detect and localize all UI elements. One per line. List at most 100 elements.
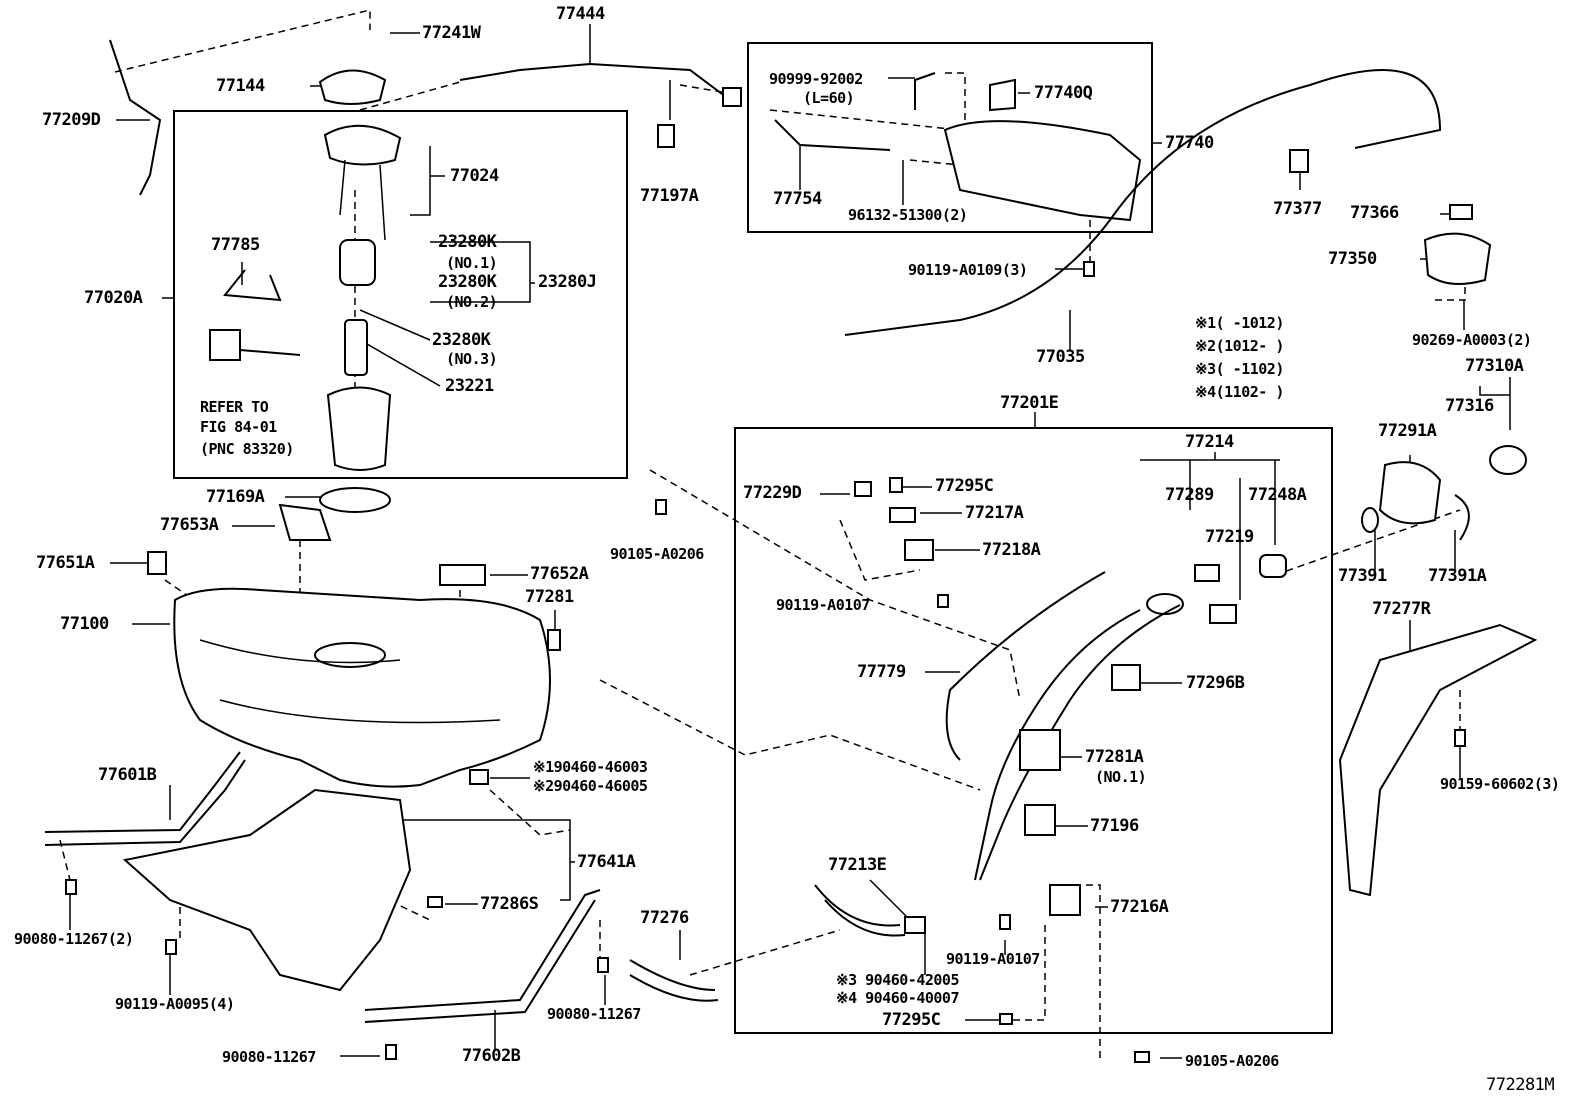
- label-90080-11267-c: 90080-11267: [222, 1048, 316, 1066]
- label-77653A: 77653A: [160, 515, 219, 535]
- refer-note-line-1: REFER TO: [200, 398, 269, 416]
- label-77229D: 77229D: [743, 483, 802, 503]
- label-90999-92002: 90999-92002: [769, 70, 863, 88]
- note-2: ※2(1012- ): [1195, 337, 1284, 355]
- filler-neck-77291A: [1378, 461, 1442, 525]
- label-no1: (NO.1): [446, 254, 498, 272]
- label-77216A: 77216A: [1110, 897, 1169, 917]
- label-77289: 77289: [1165, 485, 1214, 505]
- label-77169A: 77169A: [206, 487, 265, 507]
- label-77350: 77350: [1328, 249, 1377, 269]
- label-77276: 77276: [640, 908, 689, 928]
- hose-77276: [629, 959, 719, 1002]
- label-77213E: 77213E: [828, 855, 887, 875]
- ring-77248A: [1259, 554, 1287, 578]
- label-77197A: 77197A: [640, 186, 699, 206]
- label-90159-60602: 90159-60602(3): [1440, 775, 1560, 793]
- sender-wire-77209D: [109, 39, 162, 196]
- fuel-door-77350: [1423, 232, 1492, 285]
- label-77740: 77740: [1165, 133, 1214, 153]
- clip-icons: [147, 87, 1473, 934]
- label-77601B: 77601B: [98, 765, 157, 785]
- label-77281: 77281: [525, 587, 574, 607]
- label-23280K-1: 23280K: [438, 232, 497, 252]
- release-cable-77035: [844, 69, 1442, 336]
- canister-77740: [943, 120, 1142, 222]
- label-90269-A0003: 90269-A0003(2): [1412, 331, 1532, 349]
- label-77785: 77785: [211, 235, 260, 255]
- pump-flange-77024: [323, 124, 402, 166]
- label-no3: (NO.3): [446, 350, 498, 368]
- label-77286S: 77286S: [480, 894, 539, 914]
- label-77641A: 77641A: [577, 852, 636, 872]
- strap-77601B: [44, 751, 246, 846]
- label-77214: 77214: [1185, 432, 1234, 452]
- label-77248A: 77248A: [1248, 485, 1307, 505]
- label-77201E: 77201E: [1000, 393, 1059, 413]
- figure-code: 772281M: [1486, 1075, 1555, 1095]
- canister-group-box: [747, 42, 1153, 233]
- label-23221: 23221: [445, 376, 494, 396]
- part-shapes: [44, 39, 1538, 1063]
- label-77391A: 77391A: [1428, 566, 1487, 586]
- vent-line-77444: [459, 62, 731, 101]
- label-90460-46003: ※190460-46003: [533, 758, 648, 776]
- label-77602B: 77602B: [462, 1046, 521, 1066]
- label-77377: 77377: [1273, 199, 1322, 219]
- label-77020A: 77020A: [84, 288, 143, 308]
- pump-filter: [339, 239, 376, 286]
- label-90105-A0206-a: 90105-A0206: [610, 545, 704, 563]
- protector-77277R: [1338, 623, 1538, 897]
- fuel-pump-group-box: [173, 110, 628, 479]
- label-90080-11267-2: 90080-11267(2): [14, 930, 134, 948]
- label-90119-A0095: 90119-A0095(4): [115, 995, 235, 1013]
- vsv-77740Q: [989, 78, 1016, 112]
- retainer-ring-77144: [318, 69, 387, 105]
- label-77281A-no1: (NO.1): [1095, 768, 1147, 786]
- label-77218A: 77218A: [982, 540, 1041, 560]
- refer-note-line-3: (PNC 83320): [200, 440, 294, 458]
- filler-pipe-77201E: [974, 604, 1181, 881]
- label-77291A: 77291A: [1378, 421, 1437, 441]
- breather-77779: [945, 571, 1106, 761]
- label-77366: 77366: [1350, 203, 1399, 223]
- note-4: ※4(1102- ): [1195, 383, 1284, 401]
- harness-77785: [223, 269, 282, 302]
- bolt-icons: [65, 261, 1466, 1063]
- label-77444: 77444: [556, 4, 605, 24]
- cap-77653A: [278, 503, 332, 541]
- label-77779: 77779: [857, 662, 906, 682]
- label-90460-46005: ※290460-46005: [533, 777, 648, 795]
- label-90460-42005: ※3 90460-42005: [836, 971, 959, 989]
- label-77652A: 77652A: [530, 564, 589, 584]
- hose-77754: [774, 119, 891, 151]
- note-3: ※3( -1102): [1195, 360, 1284, 378]
- label-90119-A0107-b: 90119-A0107: [946, 950, 1040, 968]
- note-1: ※1( -1012): [1195, 314, 1284, 332]
- filler-pipe-group-box: [734, 427, 1333, 1034]
- label-77100: 77100: [60, 614, 109, 634]
- sender-gauge: [209, 329, 241, 361]
- undercover-77641A: [122, 788, 412, 992]
- label-77295C-b: 77295C: [882, 1010, 941, 1030]
- label-90105-A0206-b: 90105-A0206: [1185, 1052, 1279, 1070]
- label-77310A: 77310A: [1465, 356, 1524, 376]
- hose-90999: [914, 72, 936, 110]
- label-l60: (L=60): [803, 89, 855, 107]
- label-77740Q: 77740Q: [1034, 83, 1093, 103]
- label-23280J: 23280J: [538, 272, 597, 292]
- label-77391: 77391: [1338, 566, 1387, 586]
- label-77281A: 77281A: [1085, 747, 1144, 767]
- label-77196: 77196: [1090, 816, 1139, 836]
- label-77651A: 77651A: [36, 553, 95, 573]
- fuel-cap-77316: [1489, 445, 1527, 475]
- hose-77213E: [814, 884, 906, 937]
- label-77316: 77316: [1445, 396, 1494, 416]
- refer-note-line-2: FIG 84-01: [200, 418, 277, 436]
- label-96132-51300: 96132-51300(2): [848, 206, 968, 224]
- pump-bracket: [326, 386, 392, 471]
- label-90080-11267-b: 90080-11267: [547, 1005, 641, 1023]
- label-90119-A0109: 90119-A0109(3): [908, 261, 1028, 279]
- strap-77602B: [364, 889, 601, 1023]
